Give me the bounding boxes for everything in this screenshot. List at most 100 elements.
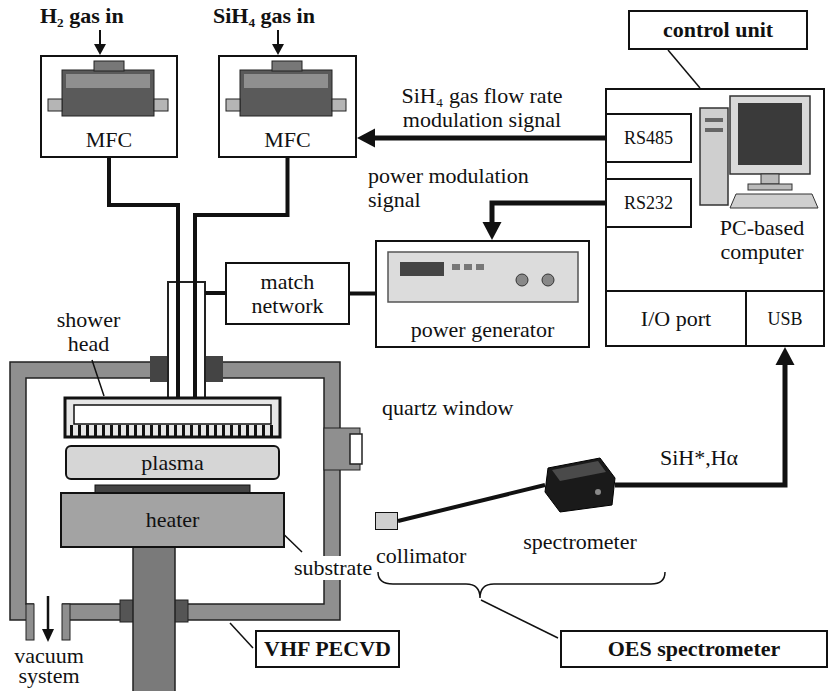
- node-text: collimator: [376, 544, 466, 568]
- mfc-box: MFC: [40, 55, 178, 158]
- power-generator-box: power generator: [375, 240, 590, 348]
- pump-arrow: [42, 629, 54, 642]
- node-text: MFC: [264, 128, 310, 152]
- connector-line: [373, 136, 605, 141]
- feed-flange: [150, 356, 168, 382]
- node-text: plasma: [141, 451, 203, 475]
- power-generator-device: [388, 252, 578, 302]
- heater-stem: [133, 546, 175, 691]
- connector: [350, 293, 375, 294]
- generator-knob: [542, 274, 554, 286]
- spectrometer-body: [545, 458, 615, 512]
- node-text: RS485: [624, 126, 673, 150]
- rf-feed-line: [205, 291, 225, 295]
- mfc-top: [66, 74, 150, 88]
- spectrometer: spectrometer: [545, 458, 615, 512]
- node-text: MFC: [86, 128, 132, 152]
- mfc-top: [244, 74, 328, 88]
- plasma-region: plasma: [65, 445, 280, 480]
- port-cell: RS232: [605, 178, 692, 228]
- gas-inlet-label: SiH₄ gas in: [213, 4, 315, 28]
- part-label: substrate: [292, 556, 374, 580]
- shower-head-cavity: [74, 405, 271, 424]
- mfc-device: [48, 61, 168, 116]
- node-text: match network: [231, 270, 344, 318]
- monitor-base: [748, 184, 792, 190]
- connector-line: [492, 203, 605, 224]
- arrow-head: [776, 347, 795, 365]
- feed-tube: [168, 282, 205, 398]
- pump-pipe: [62, 604, 70, 640]
- computer-icon: [700, 96, 818, 208]
- gas-inlet-label: H₂ gas in: [40, 4, 124, 28]
- arrow-head: [483, 222, 502, 240]
- computer-tower: [700, 108, 728, 205]
- leader-line: [92, 360, 104, 396]
- node-text: control unit: [663, 18, 773, 42]
- node-text: spectrometer: [523, 530, 637, 554]
- mfc-fitting: [154, 99, 168, 111]
- node-text: PC-based computer: [702, 216, 822, 264]
- generator-button: [464, 264, 472, 270]
- node-text: RS232: [624, 191, 673, 215]
- heading-box: control unit: [628, 10, 808, 50]
- node-text: I/O port: [641, 307, 711, 331]
- generator-body: [388, 252, 578, 302]
- mfc-body: [240, 70, 332, 116]
- connector-line: [350, 292, 375, 296]
- pump-arrow: [47, 596, 50, 630]
- monitor-screen: [738, 103, 802, 165]
- gas-inlet-arrow: [94, 44, 106, 55]
- node-text: heater: [146, 508, 200, 532]
- mfc-fitting: [332, 99, 346, 111]
- collimator: collimator: [375, 512, 398, 530]
- heading-box: VHF PECVD: [255, 630, 400, 668]
- mfc-body: [62, 70, 154, 116]
- mfc-box: MFC: [218, 55, 357, 158]
- connector: [668, 50, 700, 88]
- gas-inlet-arrow: [272, 44, 284, 55]
- generator-knob: [516, 274, 528, 286]
- computer-box: PC-based computer RS485RS232I/O port USB: [605, 88, 825, 347]
- mfc-connector: [94, 61, 124, 71]
- drive-slot: [705, 128, 723, 132]
- group-brace: [378, 572, 665, 598]
- connector: [615, 347, 795, 485]
- spectrometer-port: [595, 489, 601, 495]
- heading-box: OES spectrometer: [560, 630, 828, 668]
- generator-button: [476, 264, 484, 270]
- drive-slot: [705, 118, 723, 122]
- keyboard: [730, 194, 818, 208]
- generator-display: [400, 262, 444, 276]
- leader-line: [230, 623, 253, 648]
- match-network-box: match network: [225, 262, 350, 325]
- connector-line: [615, 363, 785, 485]
- gas-pipe: [109, 158, 178, 398]
- port-cell: USB: [745, 290, 825, 347]
- spectrometer-top: [552, 461, 606, 481]
- signal-label: power modulation signal: [368, 164, 558, 212]
- pump-pipe: [26, 604, 34, 640]
- feed-flange: [205, 356, 223, 382]
- gas-inlet-arrow: [99, 30, 101, 45]
- mfc-device: [226, 61, 346, 116]
- mfc-fitting: [226, 99, 240, 111]
- node-text: USB: [767, 307, 802, 331]
- port-cell: RS485: [605, 113, 692, 163]
- port-cell: I/O port: [605, 290, 747, 347]
- connector: [398, 485, 545, 521]
- signal-label: SiH*,Hα: [660, 446, 780, 470]
- leader-line: [481, 600, 558, 638]
- part-label: quartz window: [382, 396, 513, 420]
- part-label: vacuum system: [0, 646, 98, 686]
- arrow-head: [357, 129, 375, 148]
- quartz-window: [350, 434, 362, 464]
- node-text: VHF PECVD: [264, 637, 391, 661]
- signal-label: SiH₄ gas flow rate modulation signal: [362, 84, 602, 132]
- node-text: OES spectrometer: [608, 637, 781, 661]
- mfc-fitting: [48, 99, 62, 111]
- node-text: power generator: [411, 318, 555, 342]
- spectrometer-icon: [545, 458, 615, 512]
